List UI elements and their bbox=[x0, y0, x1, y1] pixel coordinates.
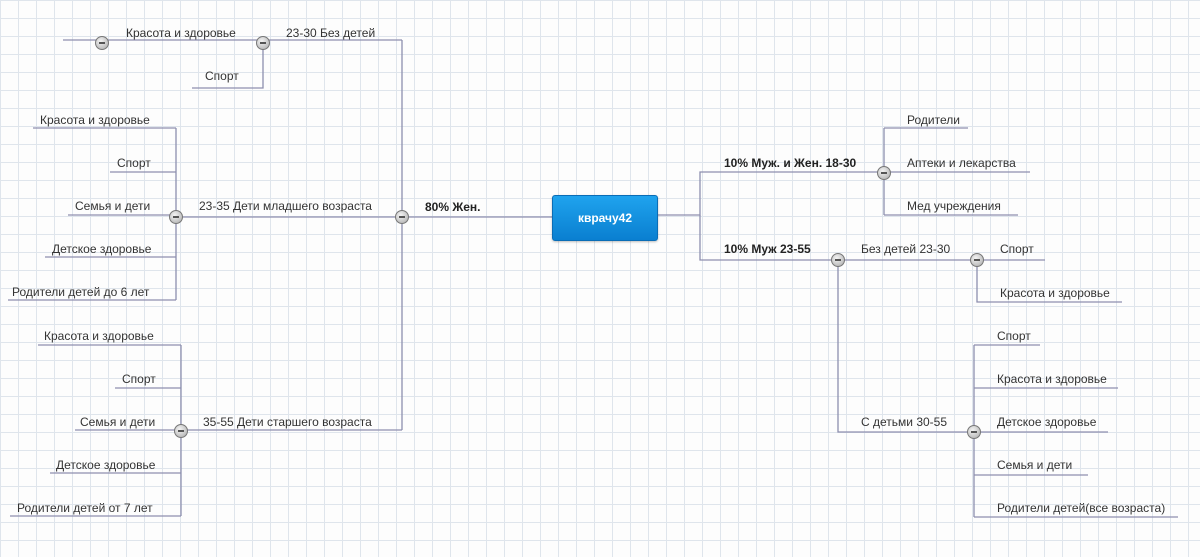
list-item[interactable]: Спорт bbox=[117, 156, 151, 170]
list-item[interactable]: Родители детей до 6 лет bbox=[12, 285, 150, 299]
list-item[interactable]: Красота и здоровье bbox=[44, 329, 154, 343]
list-item[interactable]: Аптеки и лекарства bbox=[907, 156, 1016, 170]
list-item[interactable]: Семья и дети bbox=[80, 415, 156, 429]
list-item[interactable]: Красота и здоровье bbox=[997, 372, 1107, 386]
group-young-kids-label[interactable]: 23-35 Дети младшего возраста bbox=[199, 199, 372, 213]
collapse-toggle-icon[interactable] bbox=[877, 166, 891, 180]
group-no-kids-23-30-men-label[interactable]: Без детей 23-30 bbox=[861, 242, 951, 256]
group-with-kids-30-55-label[interactable]: С детьми 30-55 bbox=[861, 415, 948, 429]
branch-men-23-55-label[interactable]: 10% Муж 23-55 bbox=[724, 242, 811, 256]
list-item[interactable]: Спорт bbox=[997, 329, 1031, 343]
list-item[interactable]: Спорт bbox=[122, 372, 156, 386]
list-item[interactable]: Родители детей от 7 лет bbox=[17, 501, 153, 515]
list-item[interactable]: Родители детей(все возраста) bbox=[997, 501, 1166, 515]
group-older-kids-label[interactable]: 35-55 Дети старшего возраста bbox=[203, 415, 372, 429]
list-item[interactable]: Детское здоровье bbox=[52, 242, 152, 256]
list-item[interactable]: Мед учреждения bbox=[907, 199, 1001, 213]
collapse-toggle-icon[interactable] bbox=[831, 253, 845, 267]
collapse-toggle-icon[interactable] bbox=[95, 36, 109, 50]
list-item[interactable]: Спорт bbox=[205, 69, 239, 83]
branch-women-label[interactable]: 80% Жен. bbox=[425, 200, 481, 214]
collapse-toggle-icon[interactable] bbox=[967, 425, 981, 439]
branch-men-women-18-30-label[interactable]: 10% Муж. и Жен. 18-30 bbox=[724, 156, 857, 170]
list-item[interactable]: Детское здоровье bbox=[997, 415, 1097, 429]
list-item[interactable]: Детское здоровье bbox=[56, 458, 156, 472]
list-item[interactable]: Красота и здоровье bbox=[126, 26, 236, 40]
root-node[interactable]: кврачу42 bbox=[552, 195, 658, 241]
collapse-toggle-icon[interactable] bbox=[169, 210, 183, 224]
list-item[interactable]: Семья и дети bbox=[75, 199, 151, 213]
group-no-kids-23-30-label[interactable]: 23-30 Без детей bbox=[286, 26, 376, 40]
collapse-toggle-icon[interactable] bbox=[256, 36, 270, 50]
collapse-toggle-icon[interactable] bbox=[395, 210, 409, 224]
list-item[interactable]: Красота и здоровье bbox=[1000, 286, 1110, 300]
list-item[interactable]: Семья и дети bbox=[997, 458, 1073, 472]
list-item[interactable]: Красота и здоровье bbox=[40, 113, 150, 127]
list-item[interactable]: Родители bbox=[907, 113, 960, 127]
list-item[interactable]: Спорт bbox=[1000, 242, 1034, 256]
collapse-toggle-icon[interactable] bbox=[970, 253, 984, 267]
collapse-toggle-icon[interactable] bbox=[174, 424, 188, 438]
